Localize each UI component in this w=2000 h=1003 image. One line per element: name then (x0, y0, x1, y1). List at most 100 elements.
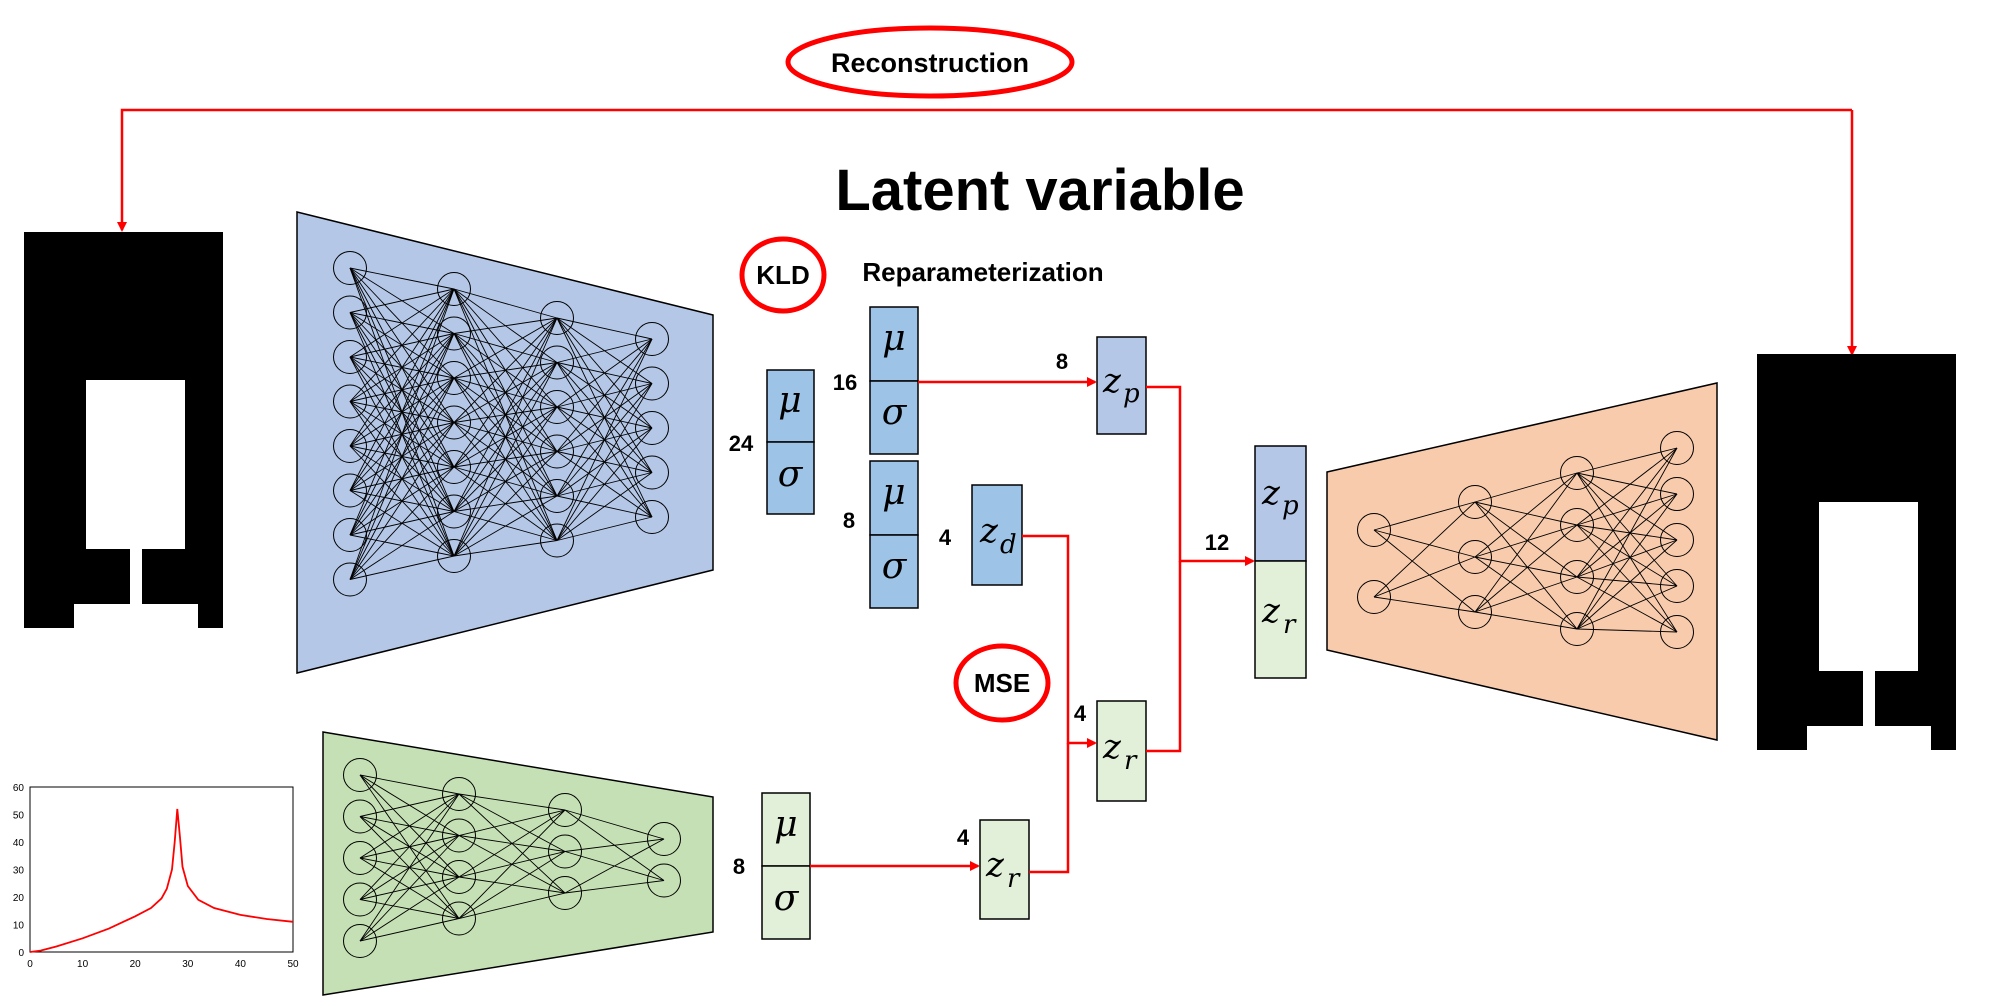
network-edge (453, 317, 558, 557)
neuron-node (1357, 513, 1391, 547)
z-symbol: z (1102, 727, 1122, 767)
network-edge (1576, 447, 1678, 474)
network-edge (349, 377, 455, 580)
network-edge (1576, 493, 1678, 526)
z-symbol: z (1261, 473, 1281, 513)
x-tick-label: 40 (235, 959, 247, 970)
neuron-node (540, 301, 574, 335)
network-edge (556, 338, 653, 541)
neuron-node (1458, 485, 1492, 519)
network-edge (1576, 447, 1678, 630)
network-edge (1576, 493, 1678, 578)
network-edge (1474, 576, 1578, 613)
network-edge (1474, 556, 1578, 578)
neuron-node (540, 479, 574, 513)
network-edge (1576, 524, 1678, 587)
neuron-node (343, 841, 377, 875)
neuron-node (635, 322, 669, 356)
antenna-shape-image (24, 232, 223, 628)
neuron-node (540, 345, 574, 380)
network-edge (1474, 501, 1578, 630)
antenna-shape-image-reconstructed (1757, 354, 1956, 750)
network-edge (453, 317, 558, 334)
network-edge (1373, 501, 1476, 598)
neuron-node (1560, 456, 1594, 490)
network-edge (1576, 472, 1678, 633)
mse-label: MSE (974, 668, 1030, 698)
network-edge (1373, 529, 1476, 613)
network-edge (556, 472, 653, 541)
z-symbol: z (1102, 361, 1122, 401)
network-edge (1474, 472, 1578, 613)
sigma-symbol: σ (882, 392, 908, 433)
subscript-p: p (1123, 379, 1140, 409)
dim-label-8-p: 8 (1056, 349, 1068, 374)
neuron-node (1458, 595, 1492, 629)
network-edge (458, 809, 566, 919)
bottom-encoder-mu-sigma: μ σ (761, 792, 811, 940)
network-edge (453, 317, 558, 423)
dim-label-16: 16 (833, 370, 857, 395)
network-edge (1576, 539, 1678, 578)
neuron-node (1560, 560, 1594, 594)
neuron-node (635, 455, 669, 490)
mu-symbol: μ (882, 472, 905, 513)
dim-label-4-r-mid: 4 (1074, 701, 1087, 726)
network-edge (1576, 576, 1678, 633)
reparameterization-label: Reparameterization (862, 257, 1103, 287)
subscript-r: r (1007, 864, 1021, 894)
subscript-r: r (1124, 746, 1138, 776)
neuron-node (437, 450, 471, 484)
x-tick-label: 30 (182, 959, 194, 970)
network-edge (349, 288, 455, 313)
neuron-node (333, 340, 367, 374)
sigma-symbol: σ (882, 546, 908, 587)
neuron-node (343, 924, 377, 958)
y-tick-label: 10 (13, 921, 25, 932)
neuron-node (1560, 508, 1594, 542)
x-tick-label: 10 (77, 959, 89, 970)
network-edge (1474, 501, 1578, 526)
network-edge (556, 338, 653, 452)
network-edge (1576, 493, 1678, 630)
reconstruction-label: Reconstruction (831, 48, 1029, 78)
page-title: Latent variable (835, 158, 1244, 223)
subscript-p: p (1282, 491, 1299, 521)
neuron-node (442, 901, 476, 936)
decoder-trapezoid (1326, 382, 1718, 741)
x-tick-label: 20 (130, 959, 142, 970)
decoder-network (1357, 431, 1694, 649)
network-edge (556, 338, 653, 408)
network-edge (349, 288, 455, 491)
x-tick-label: 50 (287, 959, 299, 970)
split-d-mu-sigma: μ σ (869, 460, 919, 609)
sigma-symbol: σ (774, 878, 800, 919)
mu-symbol: μ (882, 318, 905, 359)
latent-zr-bottom-box: z r (979, 819, 1030, 920)
network-connections (349, 267, 653, 580)
split-p-mu-sigma: μ σ (869, 306, 919, 455)
y-tick-label: 60 (13, 783, 25, 794)
network-edge (349, 288, 455, 536)
sigma-symbol: σ (778, 454, 804, 495)
network-edge (349, 288, 455, 447)
neuron-node (333, 384, 367, 419)
network-edge (349, 288, 455, 402)
neuron-node (540, 390, 574, 424)
network-edge (349, 466, 455, 580)
kld-label: KLD (756, 260, 809, 290)
y-tick-label: 40 (13, 838, 25, 849)
y-tick-label: 20 (13, 893, 25, 904)
dim-label-4-d: 4 (939, 525, 952, 550)
mu-symbol: μ (774, 804, 797, 845)
network-edge (359, 793, 460, 900)
chart-series-line (29, 808, 294, 953)
y-tick-label: 0 (18, 948, 24, 959)
neuron-node (635, 366, 669, 401)
neuron-node (437, 272, 471, 306)
neuron-node (1357, 580, 1391, 614)
arrow-zr-bottom-to-zr (1029, 743, 1070, 874)
neuron-node (343, 758, 377, 792)
network-edge (349, 555, 455, 580)
network-edge (1474, 472, 1578, 558)
